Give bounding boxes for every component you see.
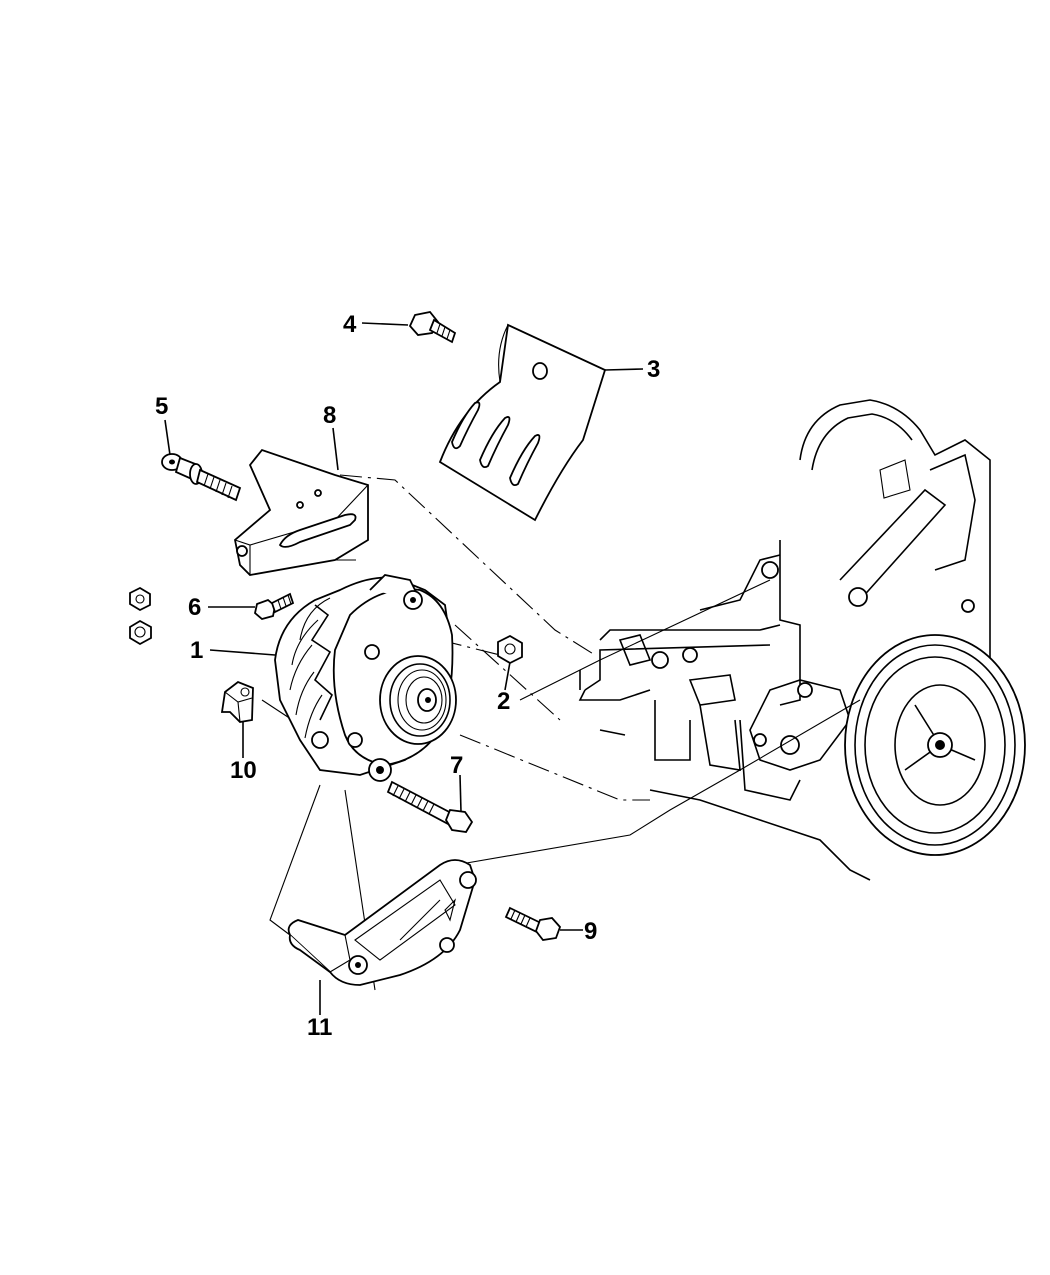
part-3-heat-shield: [438, 323, 607, 522]
callout-11: 11: [307, 1014, 332, 1041]
callout-leaders: [164, 322, 644, 1015]
loose-nuts: [129, 586, 152, 646]
leader-2: [504, 661, 511, 691]
callout-1: 1: [190, 637, 203, 664]
callout-6: 6: [188, 594, 201, 621]
leader-7: [459, 774, 462, 813]
part-5-stud: [161, 453, 242, 502]
leader-5: [164, 419, 171, 456]
part-9-bolt: [504, 906, 562, 941]
part-11-lower-bracket: [287, 859, 477, 986]
callout-10: 10: [230, 757, 257, 784]
callout-labels: 4 3 5 8 6 1 2 7 10 9 11: [155, 311, 660, 1041]
engine-block: [578, 399, 1026, 881]
callout-7: 7: [450, 752, 463, 779]
part-10-clip: [220, 680, 254, 723]
callout-2: 2: [497, 688, 510, 715]
part-8-bracket: [234, 448, 369, 576]
part-1-alternator: [274, 574, 457, 782]
part-4-bolt: [408, 311, 457, 344]
leader-4: [361, 322, 409, 326]
leader-1: [209, 649, 276, 656]
callout-8: 8: [323, 402, 336, 429]
callout-9: 9: [584, 918, 597, 945]
callout-5: 5: [155, 393, 168, 420]
callout-3: 3: [647, 356, 660, 383]
leader-8: [332, 427, 339, 471]
leader-3: [604, 368, 644, 371]
part-6-bolt: [254, 592, 295, 620]
part-2-nut: [497, 634, 523, 665]
part-7-bolt: [386, 780, 474, 833]
callout-4: 4: [343, 311, 357, 338]
